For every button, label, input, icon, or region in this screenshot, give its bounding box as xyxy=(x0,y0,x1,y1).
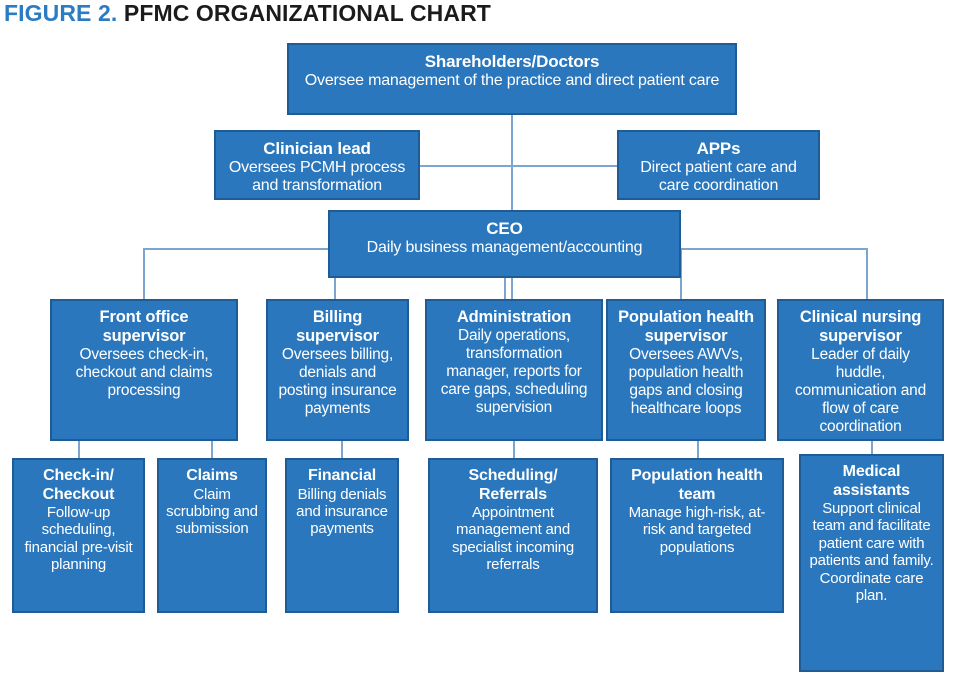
node-title: Front office supervisor xyxy=(99,308,189,346)
node-description: Oversees AWVs, population health gaps an… xyxy=(628,346,744,418)
connector-administration-to-scheduling xyxy=(513,441,515,458)
node-title: Clinical nursing supervisor xyxy=(799,308,922,346)
node-description: Daily operations, transformation manager… xyxy=(440,327,588,416)
figure-label: FIGURE 2. xyxy=(4,0,118,26)
node-title: Administration xyxy=(456,308,572,326)
node-title: Scheduling/ Referrals xyxy=(468,467,558,503)
node-check-in-checkout[interactable]: Check-in/ Checkout Follow-up scheduling,… xyxy=(12,458,145,613)
node-description: Oversee management of the practice and d… xyxy=(304,71,720,89)
node-title: Check-in/ Checkout xyxy=(42,467,115,503)
node-title: CEO xyxy=(486,219,523,238)
node-title: Shareholders/Doctors xyxy=(424,52,600,71)
node-title: Claims xyxy=(186,467,238,484)
node-population-health-supervisor[interactable]: Population health supervisor Oversees AW… xyxy=(606,299,766,441)
node-title: APPs xyxy=(696,139,741,158)
node-description: Oversees PCMH process and transformation xyxy=(228,158,406,195)
node-title: Population health team xyxy=(631,467,763,503)
figure-name: PFMC ORGANIZATIONAL CHART xyxy=(123,0,491,26)
node-medical-assistants[interactable]: Medical assistants Support clinical team… xyxy=(799,454,944,672)
node-apps[interactable]: APPs Direct patient care and care coordi… xyxy=(617,130,820,200)
node-description: Direct patient care and care coordinatio… xyxy=(640,158,797,195)
node-description: Billing denials and insurance payments xyxy=(296,485,388,538)
node-description: Oversees billing, denials and posting in… xyxy=(278,346,397,418)
node-financial[interactable]: Financial Billing denials and insurance … xyxy=(285,458,399,613)
connector-bus-to-administration xyxy=(504,277,506,299)
node-description: Support clinical team and facilitate pat… xyxy=(809,500,934,605)
connector-nursing-to-medical-assistants xyxy=(871,441,873,454)
connector-shareholders-down xyxy=(511,114,513,166)
connector-shareholders-to-ceo xyxy=(511,165,513,210)
connector-bus-to-population-health xyxy=(680,248,682,299)
node-claims[interactable]: Claims Claim scrubbing and submission xyxy=(157,458,267,613)
node-title: Population health supervisor xyxy=(618,308,754,346)
node-front-office-supervisor[interactable]: Front office supervisor Oversees check-i… xyxy=(50,299,238,441)
connector-billing-to-financial xyxy=(341,441,343,458)
connector-tier2-bus xyxy=(420,165,617,167)
node-clinician-lead[interactable]: Clinician lead Oversees PCMH process and… xyxy=(214,130,420,200)
connector-bus-to-front-office xyxy=(143,248,145,299)
node-title: Clinician lead xyxy=(263,139,371,158)
node-shareholders-doctors[interactable]: Shareholders/Doctors Oversee management … xyxy=(287,43,737,115)
node-ceo[interactable]: CEO Daily business management/accounting xyxy=(328,210,681,278)
node-clinical-nursing-supervisor[interactable]: Clinical nursing supervisor Leader of da… xyxy=(777,299,944,441)
node-population-health-team[interactable]: Population health team Manage high-risk,… xyxy=(610,458,784,613)
connector-ceo-down xyxy=(511,277,513,299)
node-description: Leader of daily huddle, communication an… xyxy=(794,346,926,436)
connector-pophealth-to-team xyxy=(697,441,699,458)
node-description: Daily business management/accounting xyxy=(366,238,643,256)
node-description: Follow-up scheduling, financial pre-visi… xyxy=(24,504,133,574)
node-description: Appointment management and specialist in… xyxy=(451,504,575,574)
node-billing-supervisor[interactable]: Billing supervisor Oversees billing, den… xyxy=(266,299,409,441)
node-description: Oversees check-in, checkout and claims p… xyxy=(75,346,213,400)
node-title: Medical assistants xyxy=(833,463,910,499)
node-scheduling-referrals[interactable]: Scheduling/ Referrals Appointment manage… xyxy=(428,458,598,613)
connector-front-office-to-checkin xyxy=(78,441,80,458)
connector-bus-to-clinical-nursing xyxy=(866,248,868,299)
connector-front-office-to-claims xyxy=(211,441,213,458)
node-description: Claim scrubbing and submission xyxy=(166,485,258,538)
node-administration[interactable]: Administration Daily operations, transfo… xyxy=(425,299,603,441)
node-description: Manage high-risk, at-risk and targeted p… xyxy=(628,504,766,556)
node-title: Financial xyxy=(307,467,376,484)
node-title: Billing supervisor xyxy=(296,308,379,346)
connector-bus-to-billing xyxy=(334,277,336,299)
page-title: FIGURE 2. PFMC ORGANIZATIONAL CHART xyxy=(4,0,491,28)
